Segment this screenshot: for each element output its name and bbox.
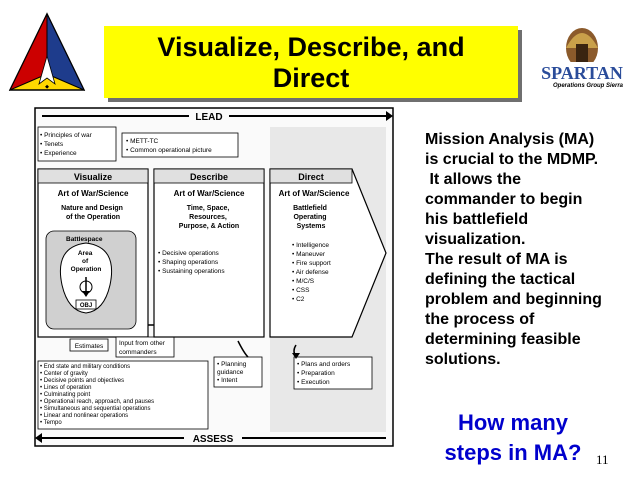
top-left-list: • Principles of war • Tenets • Experienc…: [40, 132, 94, 157]
top-mid-list: • METT-TC • Common operational picture: [126, 138, 212, 154]
visualize-subheader: Art of War/Science: [58, 189, 129, 198]
assess-arrowhead-icon: [35, 433, 42, 443]
bottom-mid-list: • Planning guidance • Intent: [217, 361, 248, 384]
question-line-2: steps in MA?: [444, 440, 582, 465]
text-line: It allows the: [425, 171, 522, 188]
top-left-box: [37, 126, 117, 162]
input-commanders-box: [115, 336, 175, 358]
question-line-1: How many: [457, 410, 569, 435]
describe-subheader: Art of War/Science: [174, 189, 245, 198]
text-line: is crucial to the MDMP.: [425, 151, 599, 168]
bottom-left-list: • End state and military conditions • Ce…: [40, 364, 156, 426]
describe-header: Describe: [190, 172, 228, 182]
direct-items: • Intelligence • Maneuver • Fire support…: [292, 242, 333, 303]
text-line: commander to begin: [425, 191, 583, 208]
bottom-right-list: • Plans and orders • Preparation • Execu…: [297, 361, 352, 386]
direct-header: Direct: [298, 172, 324, 182]
text-line: problem and beginning: [425, 291, 602, 308]
input-commanders-label: Input from other commanders: [119, 340, 167, 356]
lead-label: LEAD: [195, 112, 222, 123]
obj-label: OBJ: [80, 303, 92, 309]
slide-title: Visualize, Describe, and Direct: [104, 32, 518, 94]
visualize-desc: Nature and Design of the Operation: [61, 205, 125, 221]
text-line: his battlefield: [425, 211, 529, 228]
battlespace-label: Battlespace: [66, 236, 103, 243]
assess-label: ASSESS: [193, 434, 234, 445]
text-line: determining feasible: [425, 331, 581, 348]
bottom-left-box: [37, 360, 209, 430]
bottom-right-box: [293, 356, 373, 390]
question-text: How many steps in MA?: [428, 408, 598, 468]
describe-desc: Time, Space, Resources, Purpose, & Actio…: [179, 205, 239, 230]
estimates-box: [69, 338, 109, 352]
describe-column: [153, 168, 265, 338]
logo-brand-text: SPARTAN: [541, 63, 623, 83]
area-of-operation-label: Area of Operation: [71, 250, 102, 273]
direct-desc: Battlefield Operating Systems: [293, 205, 329, 230]
svg-text:◆: ◆: [45, 84, 49, 90]
mission-analysis-text: Mission Analysis (MA) is crucial to the …: [425, 130, 630, 370]
logo-caption: Operations Group Sierra: [552, 83, 624, 89]
visualize-describe-direct-diagram: LEAD ASSESS • Principles of war • Tenets…: [34, 107, 394, 447]
title-line-1: Visualize, Describe, and: [157, 32, 465, 62]
text-line: defining the tactical: [425, 271, 576, 288]
text-line: visualization.: [425, 231, 526, 248]
direct-subheader: Art of War/Science: [279, 189, 350, 198]
lead-arrowhead-icon: [386, 111, 393, 121]
top-mid-box: [121, 132, 239, 158]
title-line-2: Direct: [272, 63, 350, 93]
text-line: Mission Analysis (MA): [425, 131, 595, 148]
visualize-header: Visualize: [74, 172, 112, 182]
describe-items: • Decisive operations • Shaping operatio…: [158, 250, 225, 275]
unit-emblem-icon: ◆: [8, 12, 86, 91]
connector-curve-mid: [237, 340, 249, 358]
text-line: solutions.: [425, 351, 501, 368]
page-number: 11: [596, 452, 609, 467]
bottom-mid-box: [213, 356, 263, 388]
text-line: The result of MA is: [425, 251, 568, 268]
estimates-label: Estimates: [75, 343, 104, 350]
title-banner: Visualize, Describe, and Direct: [104, 26, 518, 98]
text-line: the process of: [425, 311, 535, 328]
spartan-helmet-logo-icon: SPARTAN: [538, 28, 626, 83]
